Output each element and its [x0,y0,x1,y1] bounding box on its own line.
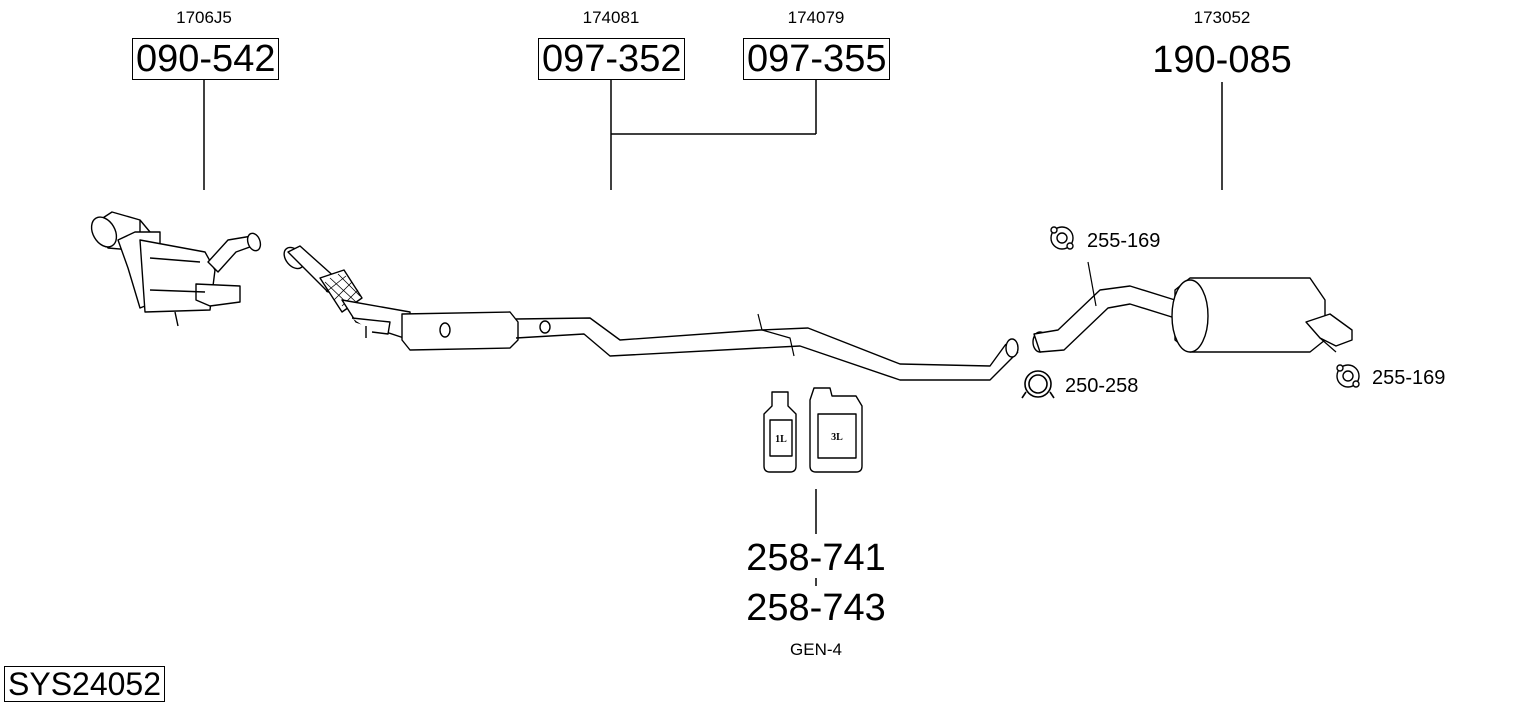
part-label-090-542[interactable]: 090-542 [132,38,280,80]
part-label-258-743[interactable]: 258-743 [746,587,886,629]
front-pipe-icon[interactable] [280,244,411,341]
part-label-097-355[interactable]: 097-355 [743,38,891,80]
fluid-can-icon[interactable] [809,387,863,473]
system-id: SYS24052 [4,666,166,702]
ref-174081: 174081 [582,8,640,27]
ref-1706j5: 1706J5 [176,8,232,27]
part-label-097-352[interactable]: 097-352 [538,38,686,80]
centre-pipe-icon[interactable] [515,313,1019,381]
part-label-258-741[interactable]: 258-741 [746,537,886,579]
part-label-190-085[interactable]: 190-085 [1152,39,1292,81]
label-hanger-top[interactable]: 255-169 [1087,230,1161,252]
catalytic-converter-icon[interactable] [86,211,262,327]
fluid-bottle-icon[interactable] [763,391,797,473]
rear-silencer-icon[interactable] [1032,261,1353,353]
label-clamp[interactable]: 250-258 [1065,375,1139,397]
rubber-hanger-icon-rear[interactable] [1336,364,1360,388]
ref-173052: 173052 [1193,8,1251,27]
pipe-clamp-icon[interactable] [1021,370,1055,399]
ref-gen-4: GEN-4 [790,640,842,659]
bottle-label: 1L [775,434,787,445]
ref-174079: 174079 [787,8,845,27]
can-label: 3L [831,432,843,443]
rubber-hanger-icon-top[interactable] [1050,226,1074,250]
particulate-filter-icon[interactable] [401,311,551,351]
label-hanger-rear[interactable]: 255-169 [1372,367,1446,389]
